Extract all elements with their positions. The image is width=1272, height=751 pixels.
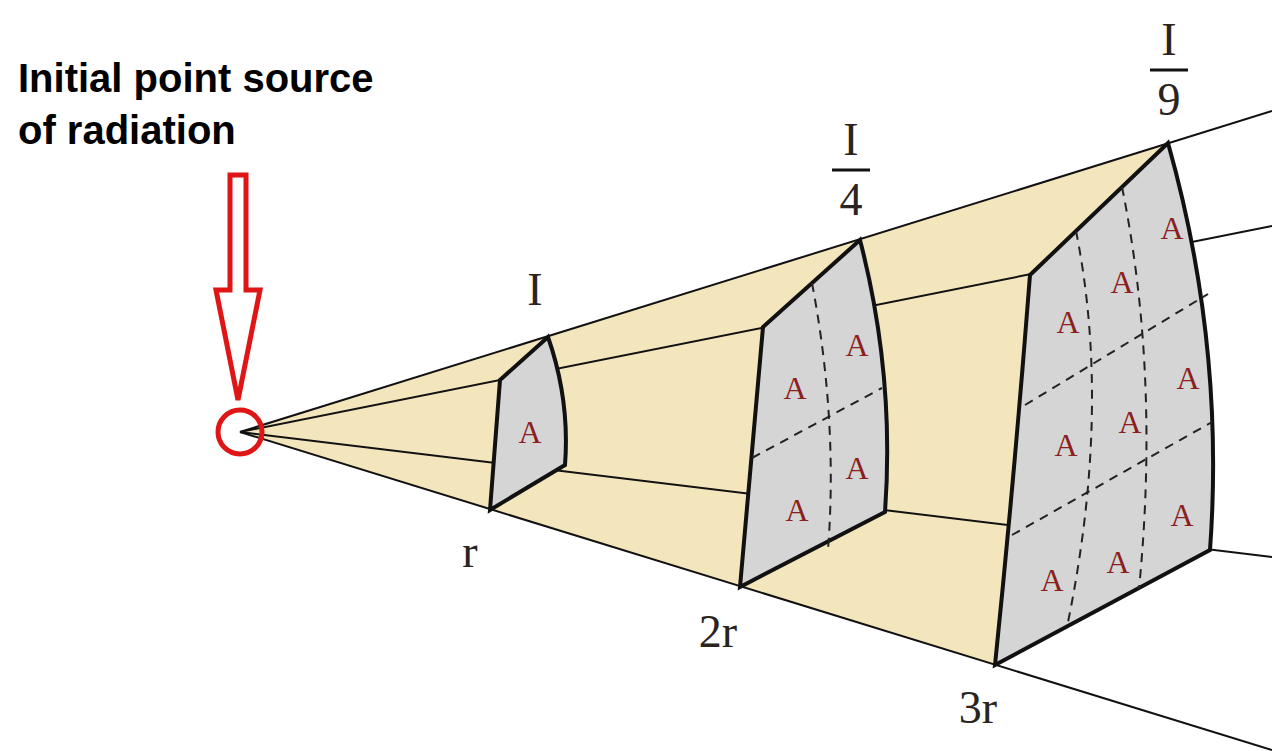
intensity-denominator: 9	[1158, 77, 1181, 123]
source-caption: Initial point source of radiation	[18, 52, 418, 156]
area-label: A	[1106, 546, 1129, 578]
source-marker	[218, 410, 262, 454]
intensity-numerator: I	[843, 117, 858, 163]
area-label: A	[1170, 499, 1193, 531]
area-label: A	[845, 329, 868, 361]
area-label: A	[1040, 564, 1063, 596]
area-label: A	[845, 452, 868, 484]
area-label: A	[1110, 266, 1133, 298]
fraction-bars	[832, 70, 1188, 170]
intensity-label: I	[527, 267, 542, 313]
area-label: A	[1160, 212, 1183, 244]
pointer-arrow	[216, 175, 260, 400]
area-label: A	[783, 372, 806, 404]
area-label: A	[785, 494, 808, 526]
area-label: A	[518, 416, 541, 448]
distance-label: 2r	[699, 609, 737, 655]
intensity-denominator: 4	[840, 177, 863, 223]
cone-lines	[240, 111, 1272, 750]
area-patches	[490, 143, 1213, 665]
distance-label: r	[462, 529, 477, 575]
intensity-numerator: I	[1161, 17, 1176, 63]
area-label: A	[1054, 429, 1077, 461]
area-label: A	[1056, 306, 1079, 338]
distance-label: 3r	[959, 685, 997, 731]
area-label: A	[1118, 406, 1141, 438]
area-label: A	[1176, 362, 1199, 394]
grid-lines	[752, 187, 1212, 627]
